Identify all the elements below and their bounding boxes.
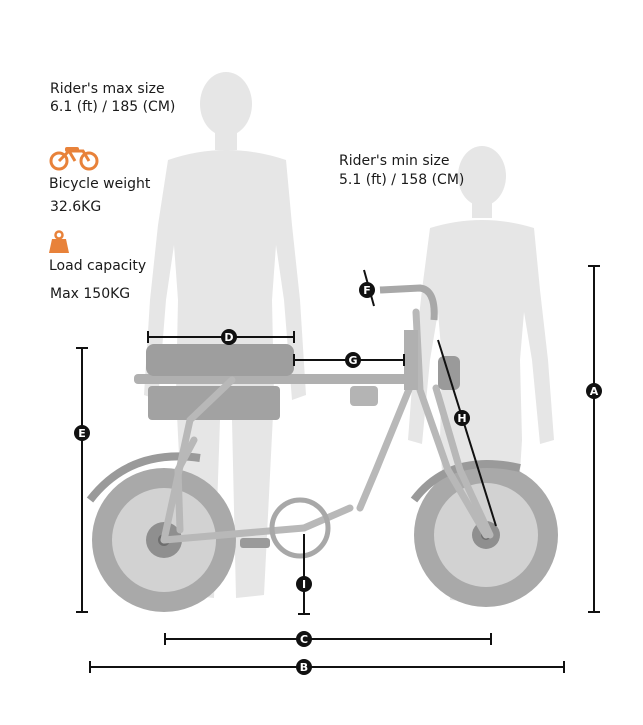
- marker-e: E: [74, 425, 90, 441]
- markers: A B C D E F G H I: [74, 282, 602, 675]
- svg-text:C: C: [300, 633, 308, 646]
- load-label: Load capacity: [49, 258, 147, 274]
- marker-g: G: [345, 352, 361, 368]
- svg-text:G: G: [348, 354, 357, 367]
- load-value: Max 150KG: [50, 286, 131, 302]
- rider-max-value: 6.1 (ft) / 185 (CM): [50, 99, 176, 115]
- chainring: [269, 497, 331, 559]
- marker-c: C: [296, 631, 312, 647]
- ebike: [86, 284, 558, 612]
- svg-text:E: E: [78, 427, 86, 440]
- seat: [146, 344, 294, 376]
- rider-max-label: Rider's max size: [50, 81, 165, 97]
- rider-min-value: 5.1 (ft) / 158 (CM): [339, 172, 465, 188]
- pedal: [240, 538, 270, 548]
- svg-text:B: B: [300, 661, 308, 674]
- weight-icon: [49, 230, 69, 253]
- front-fork: [404, 330, 418, 390]
- battery: [148, 386, 280, 420]
- weight-value: 32.6KG: [50, 199, 102, 215]
- handlebar: [379, 284, 438, 321]
- marker-d: D: [221, 329, 237, 345]
- marker-a: A: [586, 383, 602, 399]
- dimension-lines: [76, 265, 600, 673]
- svg-text:I: I: [302, 578, 306, 591]
- marker-f: F: [359, 282, 375, 298]
- svg-text:H: H: [457, 412, 466, 425]
- marker-i: I: [296, 576, 312, 592]
- weight-label: Bicycle weight: [49, 176, 151, 192]
- basket: [350, 386, 378, 406]
- svg-text:A: A: [590, 385, 599, 398]
- dim-line-h: [437, 339, 497, 527]
- rider-min-label: Rider's min size: [339, 153, 450, 169]
- frame: [160, 308, 494, 544]
- rear-rack: [134, 374, 412, 384]
- svg-text:D: D: [224, 331, 233, 344]
- marker-b: B: [296, 659, 312, 675]
- marker-h: H: [454, 410, 470, 426]
- bicycle-icon: [49, 147, 99, 171]
- svg-text:F: F: [363, 284, 371, 297]
